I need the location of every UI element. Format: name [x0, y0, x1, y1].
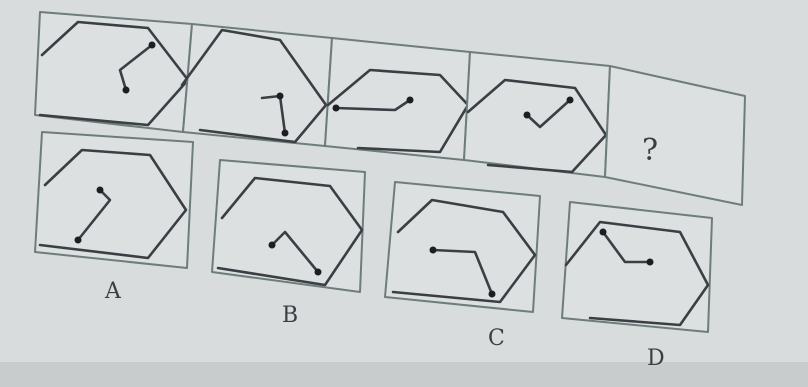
start-dot — [268, 241, 276, 249]
start-dot — [599, 228, 607, 236]
lower-shadow-band — [0, 362, 808, 387]
sequence-cell-3 — [324, 37, 471, 161]
option-frame — [34, 131, 194, 269]
option-frame — [384, 181, 541, 313]
cell-frame — [182, 23, 333, 147]
option-frame — [211, 159, 366, 293]
question-row — [34, 11, 746, 206]
sequence-cell-2 — [180, 23, 333, 147]
option-b[interactable] — [211, 159, 366, 293]
hexagon-outline — [391, 198, 537, 304]
start-dot — [332, 104, 340, 112]
start-dot — [523, 111, 531, 119]
sequence-cell-4 — [463, 51, 611, 178]
end-dot — [74, 236, 82, 244]
connecting-path — [601, 230, 652, 264]
cell-frame — [324, 37, 471, 161]
hexagon-outline — [38, 148, 188, 260]
start-dot — [429, 246, 437, 254]
sequence-cell-1 — [34, 11, 193, 133]
end-dot — [122, 86, 130, 94]
end-dot — [488, 290, 496, 298]
answer-options — [34, 131, 713, 333]
option-d-label: D — [647, 346, 665, 371]
option-a[interactable] — [34, 131, 194, 269]
option-d[interactable] — [561, 201, 713, 333]
hexagon-outline — [216, 176, 364, 287]
hexagon-outline — [466, 78, 608, 174]
option-a-label: A — [104, 279, 122, 304]
option-frame — [561, 201, 713, 333]
start-dot — [276, 92, 284, 100]
connecting-path — [431, 248, 494, 296]
hexagon-outline — [326, 68, 470, 154]
hexagon-outline — [38, 20, 190, 127]
sequence-cell-unknown — [604, 65, 746, 206]
connecting-path — [76, 188, 112, 242]
question-mark: ? — [642, 133, 658, 168]
end-dot — [406, 96, 414, 104]
connecting-path — [270, 230, 320, 274]
connecting-path — [525, 98, 572, 129]
option-c[interactable] — [384, 181, 541, 313]
start-dot — [96, 186, 104, 194]
connecting-path — [334, 98, 412, 112]
start-dot — [148, 41, 156, 49]
end-dot — [566, 96, 574, 104]
end-dot — [646, 258, 654, 266]
option-c-label: C — [488, 326, 505, 351]
option-b-label: B — [282, 303, 298, 328]
connecting-path — [118, 43, 154, 92]
cell-frame — [34, 11, 193, 133]
hexagon-outline — [180, 28, 328, 144]
cell-frame — [463, 51, 611, 178]
end-dot — [314, 268, 322, 276]
cell-frame — [604, 65, 746, 206]
end-dot — [281, 129, 289, 137]
hexagon-outline — [564, 220, 710, 327]
